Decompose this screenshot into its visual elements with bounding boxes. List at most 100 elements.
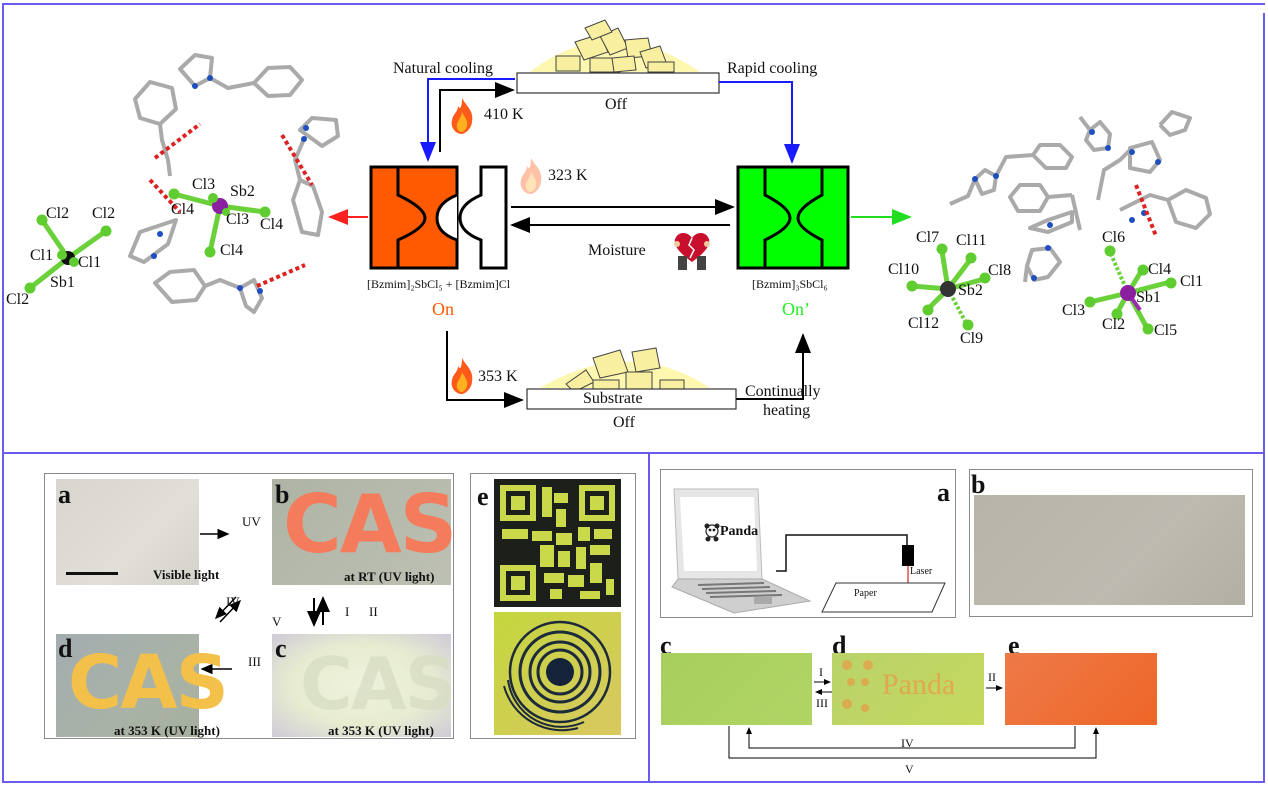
right-formula-label: [Bzmim]₃SbCl₆	[752, 277, 828, 291]
atom-label: Cl4	[1148, 261, 1172, 278]
arrow-label-iv: IV	[226, 594, 240, 609]
frame-left	[2, 3, 4, 783]
arrow-label-uv: UV	[242, 514, 261, 529]
sb2-left-complex	[168, 188, 271, 258]
atom-label: Cl11	[956, 232, 987, 249]
heating-410k-arrow	[439, 82, 515, 152]
caption-c: at 353 K (UV light)	[328, 723, 434, 738]
paper-sheet	[821, 582, 946, 613]
atom-label: Cl2	[1102, 316, 1126, 333]
panel-letter-e-right: e	[1008, 631, 1020, 660]
atom-label: Cl4	[171, 201, 195, 218]
atom-label: Cl2	[46, 205, 70, 222]
left-crystal-structure	[24, 53, 340, 314]
atom-label: Cl10	[888, 261, 920, 278]
panda-logo-icon	[704, 523, 720, 542]
natural-cooling-label: Natural cooling	[393, 60, 493, 77]
cas-text-b: CAS	[283, 478, 457, 571]
photo-e-orange	[1005, 653, 1157, 725]
photo-a-visible	[56, 479, 199, 585]
laptop-icon	[671, 488, 812, 614]
paper-label: Paper	[854, 588, 877, 599]
state-on-label: On	[432, 299, 454, 319]
laptop-screen-text: Panda	[720, 524, 759, 539]
photo-b-blank-paper	[974, 495, 1245, 605]
cycle-label-v: V	[905, 762, 914, 776]
photo-d-panda	[832, 653, 984, 725]
panel-letter-a-right: a	[937, 478, 950, 507]
atom-label: Cl9	[960, 330, 984, 347]
atom-label: Cl8	[988, 262, 1012, 279]
green-state-block	[736, 165, 850, 270]
arrow-label-iii: III	[248, 654, 261, 669]
rapid-cooling-arrow	[719, 81, 800, 164]
flame-faded-icon	[520, 158, 542, 194]
panda-mark-icon	[842, 660, 873, 712]
arrow-label-v: V	[272, 614, 282, 629]
scale-bar	[66, 572, 118, 575]
laser-head-icon	[902, 545, 914, 566]
flame-icon	[451, 98, 473, 134]
atom-label: Cl2	[6, 291, 30, 308]
panel-letter-c: c	[275, 634, 287, 663]
temp-410k-label: 410 K	[484, 106, 524, 123]
atom-label: Sb2	[958, 282, 983, 299]
frame-middle-divider	[2, 452, 1265, 454]
continually-label: Continually	[745, 383, 821, 400]
panel-letter-d: d	[58, 634, 73, 663]
atom-label: Cl1	[1180, 273, 1204, 290]
atom-label: Cl3	[192, 176, 216, 193]
bottom-crystal-mound	[540, 347, 710, 393]
atom-label: Cl12	[908, 315, 940, 332]
broken-heart-icon	[674, 232, 710, 270]
state-on-prime-label: On’	[782, 299, 810, 319]
atom-label: Sb1	[50, 274, 75, 291]
atom-label: Sb2	[230, 183, 255, 200]
top-crystal-mound	[530, 19, 700, 73]
atom-label: Cl1	[30, 247, 54, 264]
cycle-label-iv: IV	[901, 736, 914, 750]
panel-letter-a: a	[58, 480, 71, 509]
laser-cable	[776, 534, 908, 572]
sb1-right-complex	[1084, 245, 1177, 335]
panda-burned-text: Panda	[882, 668, 956, 701]
sb1-left-complex	[24, 214, 112, 294]
cycle-label-ii: II	[988, 670, 996, 684]
photo-c-green	[661, 653, 812, 725]
temp-323k-label: 323 K	[548, 167, 588, 184]
atom-label: Cl2	[92, 205, 116, 222]
atom-label: Cl7	[916, 229, 940, 246]
heating-label: heating	[763, 402, 811, 419]
temp-353k-label: 353 K	[478, 368, 518, 385]
laptop-laser-diagram	[671, 488, 946, 614]
frame-vertical-divider	[648, 452, 650, 783]
panel-letter-b-right: b	[971, 470, 986, 499]
arrow-label-i: I	[345, 604, 350, 619]
off-top-label: Off	[605, 96, 627, 113]
top-substrate	[516, 72, 720, 94]
frame-right	[1263, 13, 1265, 783]
off-bottom-label: Off	[613, 414, 635, 431]
laser-label: Laser	[910, 566, 933, 577]
cycle-label-iii: III	[816, 696, 828, 710]
left-formula-label: [Bzmim]₂SbCl₅ + [Bzmim]Cl	[367, 277, 511, 291]
atom-label: Cl4	[260, 216, 284, 233]
photo-b-rt-uv	[272, 479, 451, 585]
natural-cooling-arrow	[420, 78, 515, 162]
rapid-cooling-label: Rapid cooling	[727, 60, 818, 77]
sb2-right-complex	[906, 243, 991, 331]
atom-label: Sb1	[1136, 289, 1161, 306]
panel-letter-e-left: e	[477, 482, 489, 511]
orange-state-block	[369, 165, 459, 270]
caption-b: at RT (UV light)	[344, 569, 435, 584]
heating-353k-arrow	[446, 331, 524, 408]
caption-d: at 353 K (UV light)	[114, 723, 220, 738]
cas-text-c: CAS	[300, 642, 456, 726]
continual-heating-arrow	[736, 333, 811, 400]
cycle-label-i: I	[819, 665, 823, 679]
cas-text-d: CAS	[68, 640, 229, 726]
white-piece-block	[458, 165, 508, 270]
atom-label: Cl6	[1102, 229, 1126, 246]
flame-353-icon	[451, 358, 473, 394]
qr-code-pattern	[494, 479, 621, 607]
